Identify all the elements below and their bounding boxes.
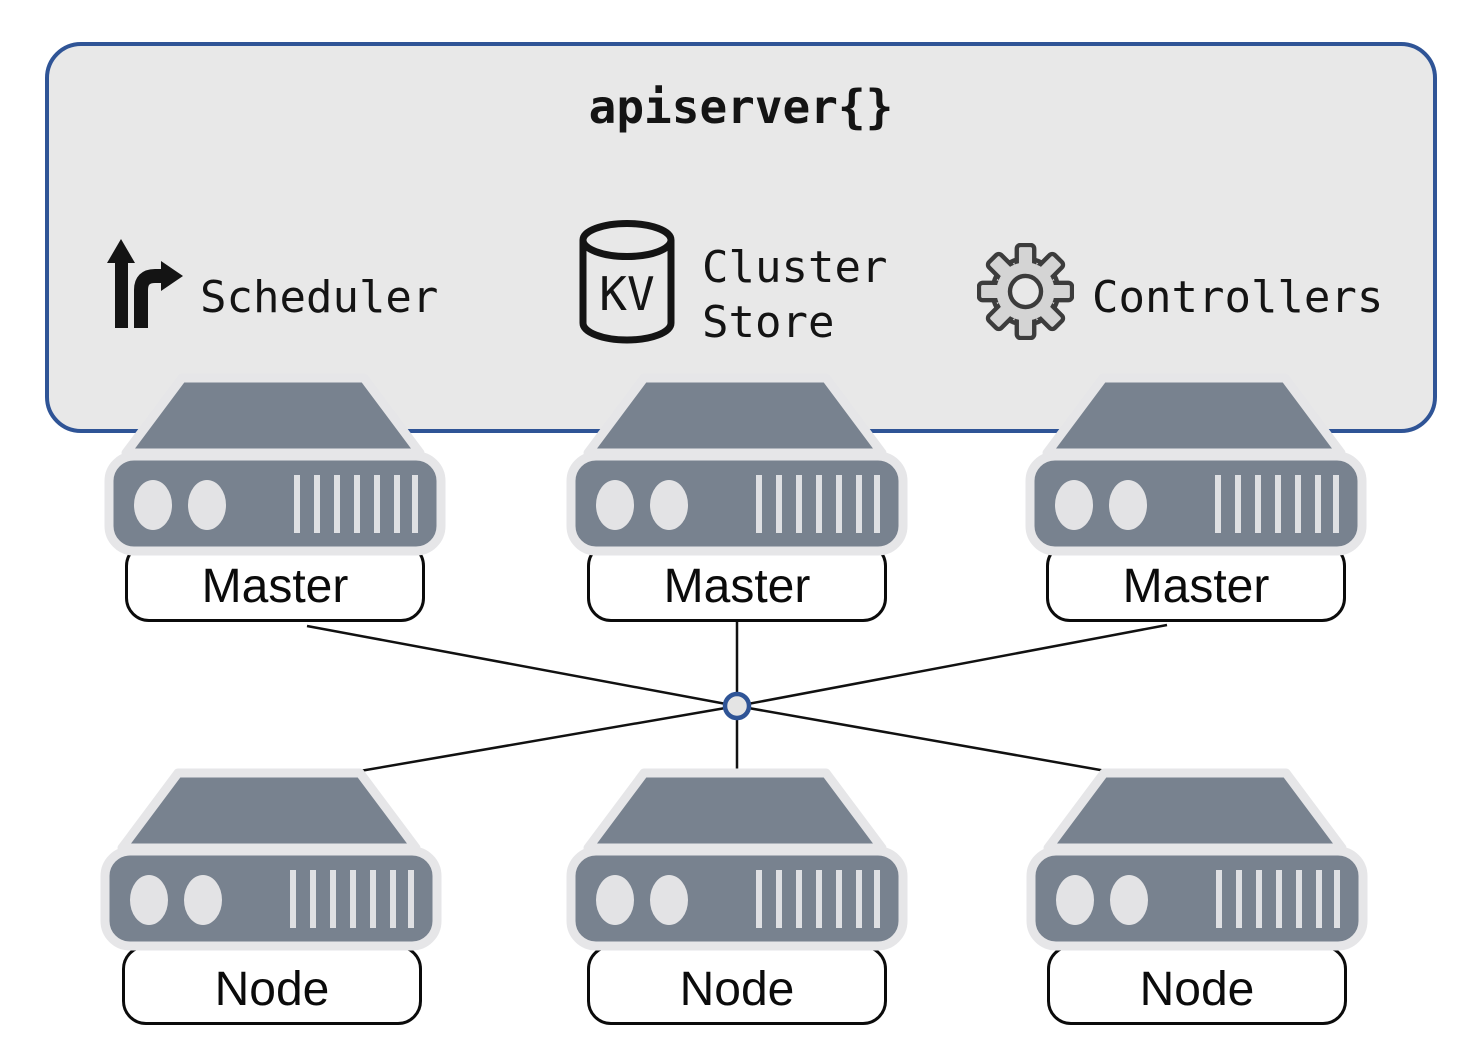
hub-node3-line	[736, 704, 1107, 773]
apiserver-box	[45, 42, 1437, 433]
node2-server-icon	[564, 767, 910, 953]
controllers-label: Controllers	[1092, 272, 1384, 323]
node1-label-bracket: Node	[122, 945, 422, 1025]
node1-label: Node	[214, 963, 330, 1016]
apiserver-title: apiserver{}	[588, 80, 894, 134]
hub-connector	[722, 691, 752, 721]
master2-server-icon	[564, 372, 910, 558]
master1-label: Master	[201, 560, 349, 613]
master3-hub-line	[736, 623, 1168, 708]
master1-hub-line	[306, 624, 738, 708]
hub-node1-line	[359, 704, 738, 773]
master3-server-icon	[1023, 372, 1369, 558]
scheduler-label: Scheduler	[200, 272, 439, 323]
node3-label: Node	[1139, 963, 1255, 1016]
turn-arrows-icon	[107, 239, 183, 328]
master3-label: Master	[1122, 560, 1270, 613]
cluster-store-label: Cluster Store	[702, 240, 887, 350]
database-cylinder-icon: KV	[579, 220, 675, 344]
master2-label: Master	[663, 560, 811, 613]
node3-label-bracket: Node	[1047, 945, 1347, 1025]
node2-label: Node	[679, 963, 795, 1016]
cluster-store-label-line1: Cluster	[702, 242, 888, 293]
cluster-store-label-line2: Store	[702, 297, 835, 348]
gear-icon	[977, 243, 1074, 340]
node2-label-bracket: Node	[587, 945, 887, 1025]
master1-server-icon	[102, 372, 448, 558]
node3-server-icon	[1024, 767, 1370, 953]
kv-label: KV	[599, 267, 654, 321]
node1-server-icon	[98, 767, 444, 953]
